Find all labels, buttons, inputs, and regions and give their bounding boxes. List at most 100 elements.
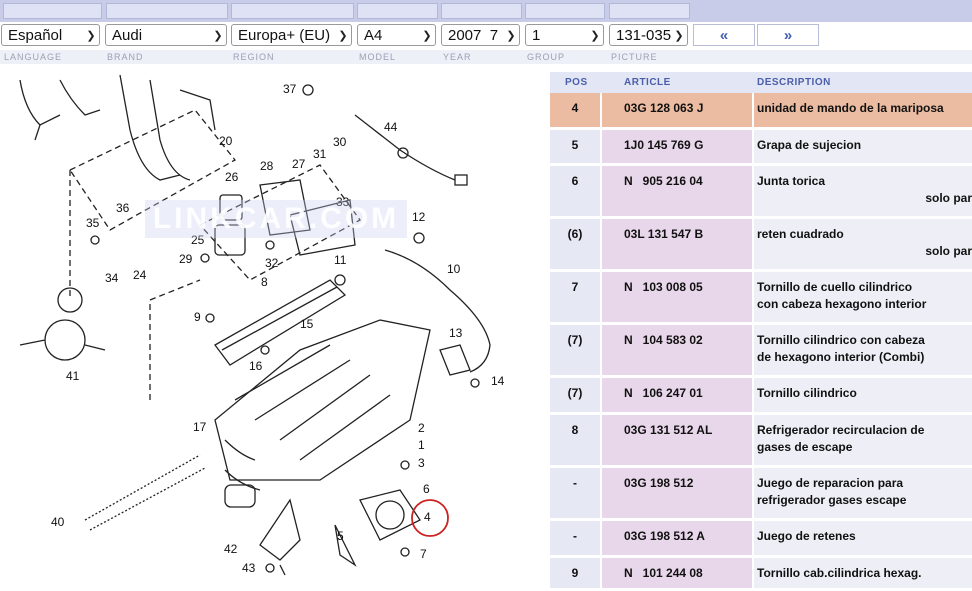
tab-region[interactable] (231, 3, 354, 19)
description-line-1: Refrigerador recirculacion de (757, 423, 925, 437)
callout-11[interactable]: 11 (334, 253, 347, 267)
cell-pos: 5 (550, 130, 600, 163)
description-line-1: Juego de reparacion para (757, 476, 904, 490)
picture-select[interactable]: 131-035 ❯ (609, 24, 688, 46)
label-picture: PICTURE (611, 52, 658, 62)
selector-labels: LANGUAGE BRAND REGION MODEL YEAR GROUP P… (0, 50, 972, 64)
callout-26[interactable]: 26 (225, 170, 239, 184)
tab-model[interactable] (357, 3, 438, 19)
language-select[interactable]: Español ❯ (1, 24, 100, 46)
callout-17[interactable]: 17 (193, 420, 207, 434)
chevron-down-icon: ❯ (213, 29, 223, 42)
callout-1[interactable]: 1 (418, 438, 425, 452)
label-language: LANGUAGE (4, 52, 63, 62)
cell-article: 1J0 145 769 G (602, 130, 752, 163)
region-value: Europa+ (EU) (238, 26, 331, 44)
cell-description: Juego de reparacion para refrigerador gas… (754, 468, 972, 518)
tab-brand[interactable] (106, 3, 228, 19)
cell-article: N 101 244 08 (602, 558, 752, 588)
description-line-1: Tornillo cilindrico (757, 386, 857, 400)
model-value: A4 (364, 26, 383, 44)
table-header: POS ARTICLE DESCRIPTION (550, 72, 972, 93)
callout-27[interactable]: 27 (292, 157, 306, 171)
callout-6[interactable]: 6 (423, 482, 430, 496)
next-picture-button[interactable]: » (757, 24, 819, 46)
prev-picture-button[interactable]: « (693, 24, 755, 46)
callout-8[interactable]: 8 (261, 275, 268, 289)
callout-34[interactable]: 34 (105, 271, 119, 285)
cell-pos: (6) (550, 219, 600, 269)
model-select[interactable]: A4 ❯ (357, 24, 436, 46)
cell-pos: (7) (550, 378, 600, 412)
callout-32[interactable]: 32 (265, 256, 279, 270)
callout-25[interactable]: 25 (191, 233, 205, 247)
description-note: solo par (925, 191, 972, 205)
callout-41[interactable]: 41 (66, 369, 80, 383)
callout-44[interactable]: 44 (384, 120, 398, 134)
callout-29[interactable]: 29 (179, 252, 193, 266)
callout-28[interactable]: 28 (260, 159, 274, 173)
description-line-2: refrigerador gases escape (757, 493, 907, 507)
callout-4[interactable]: 4 (424, 510, 431, 524)
callout-13[interactable]: 13 (449, 326, 463, 340)
callout-35[interactable]: 35 (86, 216, 100, 230)
callout-10[interactable]: 10 (447, 262, 461, 276)
region-select[interactable]: Europa+ (EU) ❯ (231, 24, 352, 46)
callout-42[interactable]: 42 (224, 542, 238, 556)
label-region: REGION (233, 52, 275, 62)
callout-36[interactable]: 36 (116, 201, 130, 215)
label-year: YEAR (443, 52, 472, 62)
callout-14[interactable]: 14 (491, 374, 505, 388)
header-article: ARTICLE (624, 77, 671, 88)
callout-16[interactable]: 16 (249, 359, 263, 373)
cell-description: Tornillo cilindrico (754, 378, 972, 412)
description-line-1: Tornillo de cuello cilindrico (757, 280, 913, 294)
description-line-2: gases de escape (757, 440, 853, 454)
callout-12[interactable]: 12 (412, 210, 426, 224)
description-line-1: Junta torica (757, 174, 826, 188)
callout-43[interactable]: 43 (242, 561, 256, 575)
group-select[interactable]: 1 ❯ (525, 24, 604, 46)
callout-40[interactable]: 40 (51, 515, 65, 529)
tab-language[interactable] (3, 3, 102, 19)
year-value: 2007 7 (448, 26, 499, 44)
callout-15[interactable]: 15 (300, 317, 314, 331)
callout-3[interactable]: 3 (418, 456, 425, 470)
tab-group[interactable] (525, 3, 605, 19)
cell-pos: - (550, 468, 600, 518)
callout-20[interactable]: 20 (219, 134, 233, 148)
callout-24[interactable]: 24 (133, 268, 147, 282)
callout-2[interactable]: 2 (418, 421, 425, 435)
callout-33[interactable]: 33 (336, 195, 350, 209)
tab-picture[interactable] (609, 3, 690, 19)
cell-description: Refrigerador recirculacion de gases de es… (754, 415, 972, 465)
description-line-2: de hexagono interior (Combi) (757, 350, 925, 364)
callout-9[interactable]: 9 (194, 310, 201, 324)
callout-5[interactable]: 5 (337, 529, 344, 543)
callout-7[interactable]: 7 (420, 547, 427, 561)
callout-30[interactable]: 30 (333, 135, 347, 149)
brand-select[interactable]: Audi ❯ (105, 24, 227, 46)
callout-31[interactable]: 31 (313, 147, 327, 161)
tab-year[interactable] (441, 3, 522, 19)
cell-description: unidad de mando de la mariposa (754, 93, 972, 127)
description-line-2: con cabeza hexagono interior (757, 297, 927, 311)
parts-diagram-svg: 37 44 20 30 28 27 31 26 33 12 36 35 25 2… (19, 74, 505, 576)
cell-description: Grapa de sujecion (754, 130, 972, 163)
year-select[interactable]: 2007 7 ❯ (441, 24, 520, 46)
callout-37[interactable]: 37 (283, 82, 297, 96)
